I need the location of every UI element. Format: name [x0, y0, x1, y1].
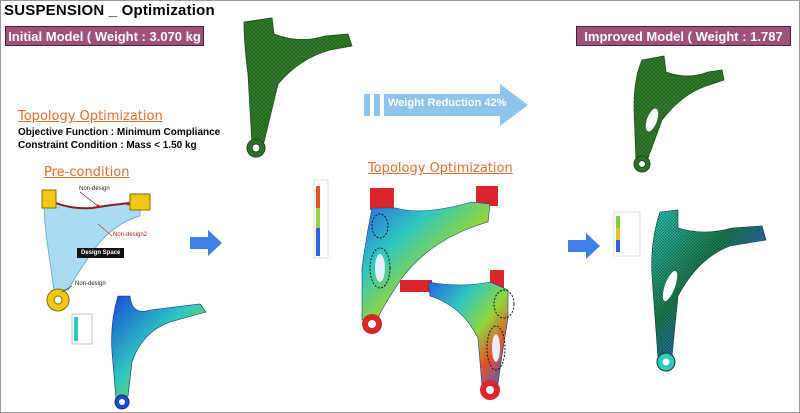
initial-model-label: Initial Model ( Weight : 3.070 kg ) — [5, 26, 204, 64]
initial-stress-contour — [71, 295, 207, 410]
weight-reduction-label: Weight Reduction 42% — [388, 97, 507, 109]
label-non-design-bottom: Non-design — [75, 281, 106, 287]
precondition-heading: Pre-condition — [44, 165, 130, 180]
improved-stress-contour — [613, 209, 767, 372]
label-non-design2: Non-design2 — [113, 232, 148, 238]
improved-model-label: Improved Model ( Weight : 1.787 kg ) — [576, 26, 791, 64]
improved-model-mesh — [633, 55, 725, 173]
label-non-design-top: Non-design — [79, 186, 110, 192]
precondition-diagram — [41, 189, 151, 312]
arrow-to-improved — [568, 233, 600, 259]
constraint-condition: Constraint Condition : Mass < 1.50 kg — [18, 140, 197, 151]
topology-heading-middle: Topology Optimization — [368, 161, 513, 176]
initial-model-mesh — [243, 17, 353, 158]
objective-function: Objective Function : Minimum Compliance — [18, 127, 221, 138]
topology-result-plots — [313, 179, 515, 400]
slide-title: SUSPENSION _ Optimization — [4, 2, 215, 19]
arrow-to-topology — [190, 230, 222, 256]
topology-heading-left: Topology Optimization — [18, 109, 163, 124]
weight-reduction-arrow — [364, 84, 528, 126]
label-design-space: Design Space — [77, 248, 125, 258]
